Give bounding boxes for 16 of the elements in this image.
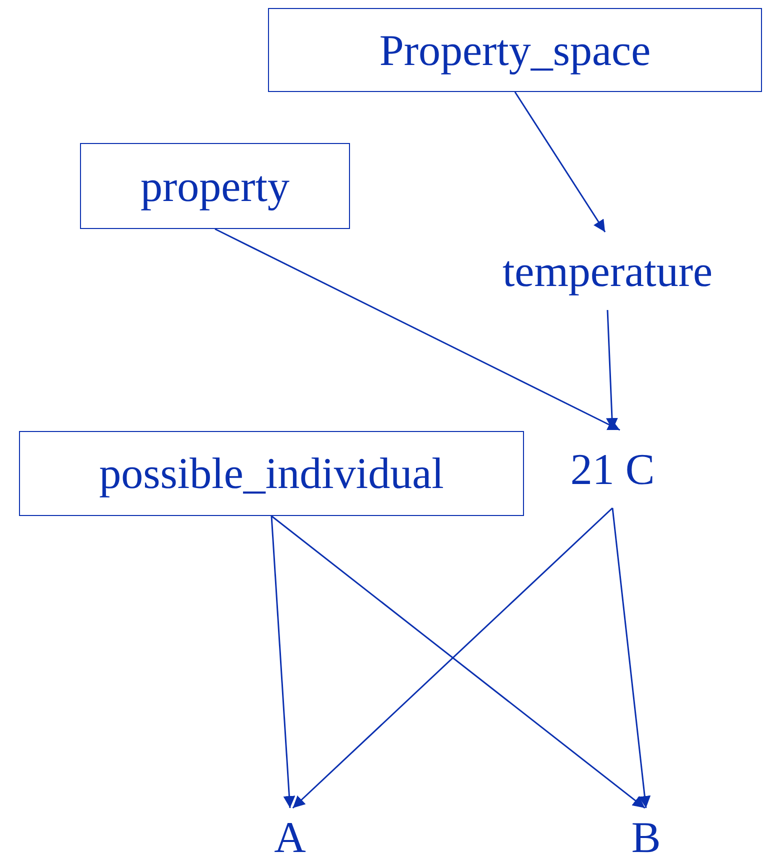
box-label: Property_space [379, 24, 651, 76]
arrow [214, 228, 620, 431]
node-label: B [631, 812, 661, 862]
arrow [271, 515, 646, 809]
box-label: possible_individual [99, 448, 444, 499]
node-label: 21 C [570, 444, 655, 494]
class-box [80, 143, 350, 229]
class-box [268, 8, 762, 92]
arrow [292, 507, 614, 809]
class-box [19, 431, 524, 516]
arrow [612, 508, 651, 808]
arrow [514, 92, 606, 232]
node-label: temperature [502, 246, 713, 296]
box-label: property [140, 160, 290, 212]
node-label: A [274, 812, 306, 862]
arrow [270, 516, 296, 808]
